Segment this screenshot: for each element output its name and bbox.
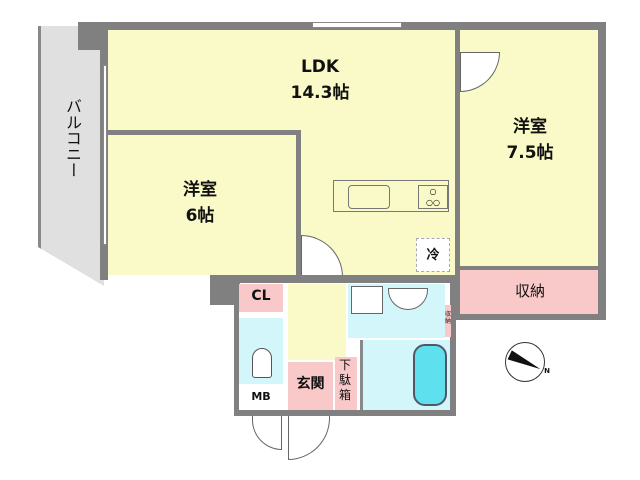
north-label: N [544,367,550,375]
wall [210,275,460,283]
western-7-5-name: 洋室 [513,117,547,137]
shoe-box-label: 下駄箱 [338,358,351,402]
north-arrow-icon [505,342,545,382]
meter-box-label: MB [251,390,271,403]
window-balcony [103,65,107,245]
western-7-5-size: 7.5帖 [506,142,554,163]
small-storage[interactable] [445,305,451,337]
wall [460,266,600,270]
front-door[interactable] [288,416,330,460]
storage-main[interactable] [460,270,598,314]
storage-main-label: 収納 [514,282,545,300]
mb-door[interactable] [252,416,282,450]
sink-icon [348,185,390,209]
wall [234,300,239,415]
room-western-6 [108,135,296,275]
balcony [38,26,104,286]
closet-label: CL [251,288,271,304]
western-6-size: 6帖 [185,205,215,226]
western-6-label: 洋室 6帖 [150,178,250,229]
meter-box [239,388,283,410]
closet[interactable] [239,284,283,312]
wall [296,130,301,280]
toilet-icon [252,348,272,378]
ldk-name: LDK [300,57,340,77]
stove-icon: ○○○ [418,185,448,209]
wall [455,314,605,320]
wall [455,22,460,320]
ldk-label: LDK 14.3帖 [260,55,380,106]
fridge-label: 冷 [426,248,440,263]
balcony-label: バルコニー [63,98,82,178]
kitchen-counter: ○○○ [333,180,449,212]
wall [234,410,456,416]
hallway [288,284,346,360]
washing-machine-icon [351,286,383,314]
fridge-space [416,238,450,272]
window [312,22,402,28]
western-7-5-label: 洋室 7.5帖 [480,115,580,166]
bathtub-icon [413,344,447,406]
wall-right [598,22,606,320]
ldk-size: 14.3帖 [290,82,350,103]
entrance-label: 玄関 [296,376,325,392]
western-6-name: 洋室 [183,180,217,200]
wall [450,275,456,415]
room-ldk [108,30,455,130]
wall [108,130,300,135]
entrance [288,362,333,410]
shoe-box[interactable] [335,357,357,410]
small-storage-label: 収納 [444,311,451,325]
